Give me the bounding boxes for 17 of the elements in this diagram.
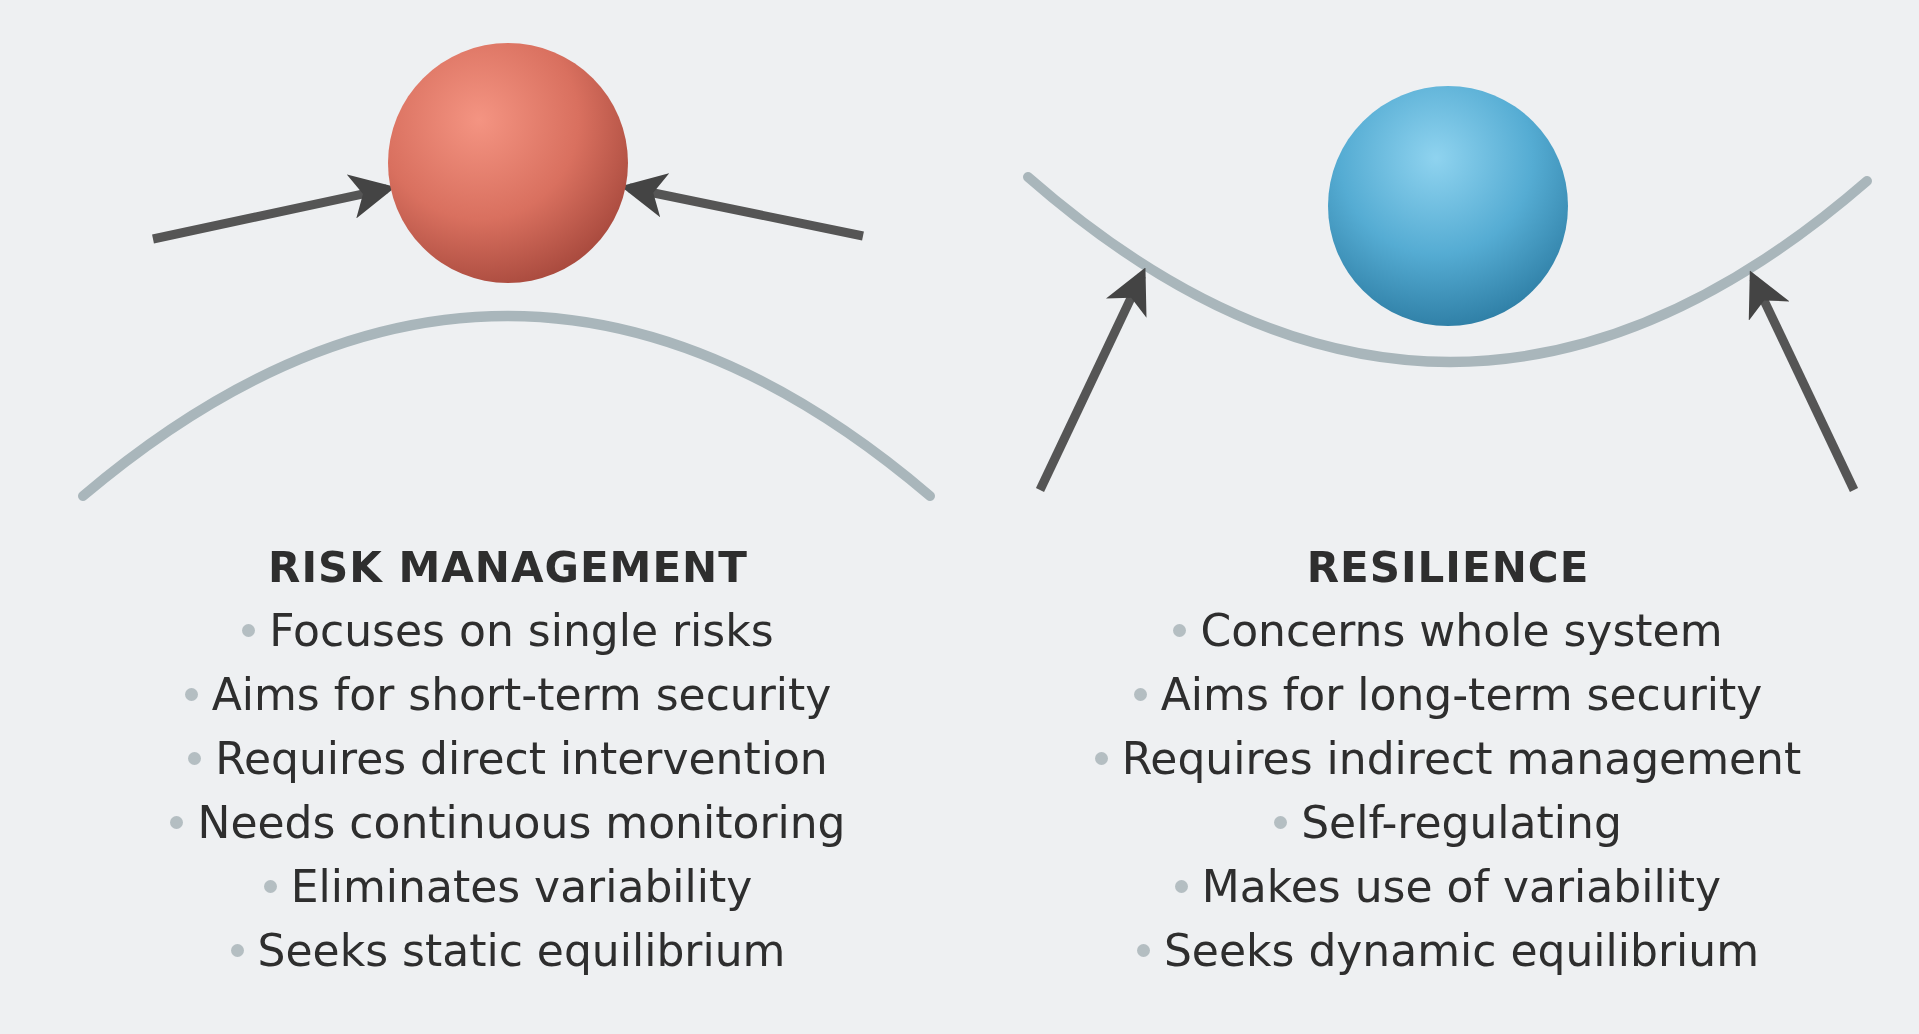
list-item: Needs continuous monitoring <box>197 796 846 850</box>
list-item: Aims for short-term security <box>211 668 832 722</box>
list-item: Makes use of variability <box>1201 860 1722 914</box>
arrow <box>1035 267 1147 492</box>
list-item: Requires direct intervention <box>215 732 828 786</box>
column-heading: RESILIENCE <box>1306 542 1590 594</box>
column-heading: RISK MANAGEMENT <box>268 542 748 594</box>
list-item: Focuses on single risks <box>269 604 774 658</box>
list-item: Eliminates variability <box>290 860 753 914</box>
bowl-curve <box>1023 172 1872 367</box>
list-item: Seeks static equilibrium <box>257 924 786 978</box>
arrow <box>1748 270 1859 492</box>
list-item: Aims for long-term security <box>1160 668 1763 722</box>
list-item: Concerns whole system <box>1200 604 1723 658</box>
list-item: Seeks dynamic equilibrium <box>1163 924 1760 978</box>
list-item: Self-regulating <box>1301 796 1622 850</box>
list-item: Requires indirect management <box>1121 732 1802 786</box>
